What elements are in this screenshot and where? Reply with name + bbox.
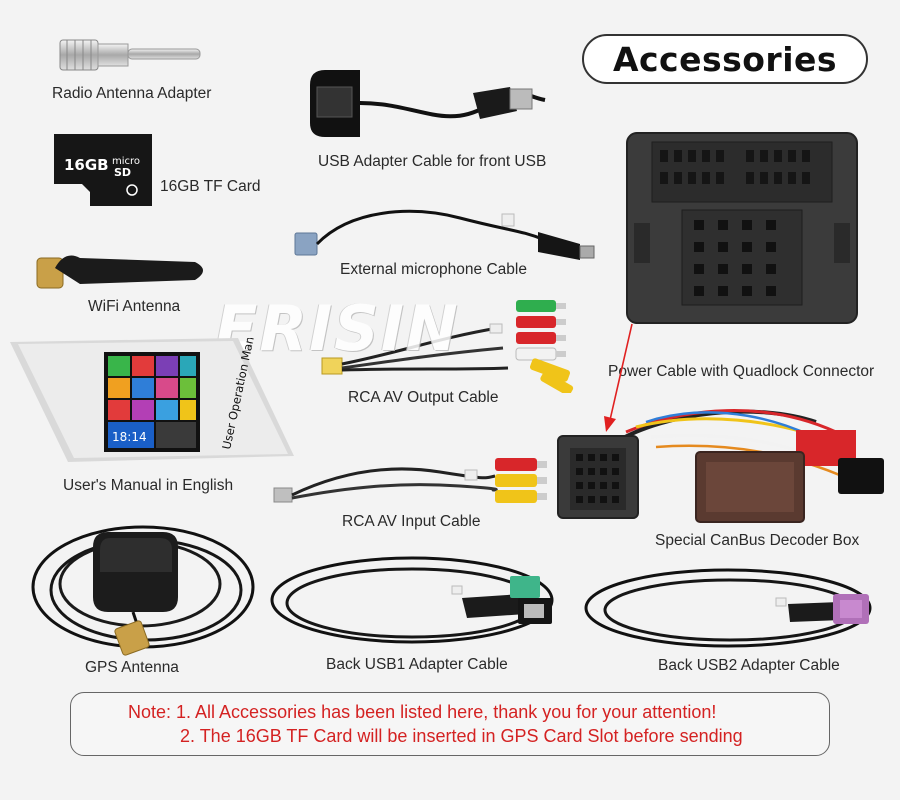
- wifi-antenna-image: [36, 255, 203, 289]
- user-manual-image: 18:14 User Operation Manual: [10, 338, 294, 462]
- rca-output-cable-image: [321, 300, 574, 393]
- back-usb2-cable-image: [584, 568, 872, 648]
- back-usb1-cable-label: Back USB1 Adapter Cable: [326, 656, 508, 673]
- gps-antenna-image: [31, 525, 255, 656]
- user-manual-label: User's Manual in English: [63, 477, 234, 494]
- tf-card-type-text: SD: [114, 166, 131, 179]
- page-title: Accessories: [612, 39, 838, 79]
- note-line-2: 2. The 16GB TF Card will be inserted in …: [180, 726, 743, 746]
- tf-card-image: 16GB micro SD: [54, 134, 152, 206]
- rca-input-cable-label: RCA AV Input Cable: [342, 513, 481, 530]
- canbus-decoder-label: Special CanBus Decoder Box: [655, 532, 860, 549]
- microphone-cable-label: External microphone Cable: [340, 261, 527, 278]
- quadlock-connector-image: [626, 132, 858, 324]
- usb-front-cable-label: USB Adapter Cable for front USB: [318, 153, 547, 170]
- brand-watermark: ERISIN: [215, 292, 495, 372]
- note-box: Note: 1. All Accessories has been listed…: [70, 692, 830, 756]
- usb-front-cable-image: [310, 70, 546, 137]
- microphone-cable-image: [294, 209, 595, 260]
- radio-antenna-adapter-label: Radio Antenna Adapter: [52, 85, 212, 102]
- power-cable-label: Power Cable with Quadlock Connector: [608, 363, 875, 380]
- canbus-decoder-image: [557, 409, 884, 523]
- rca-output-cable-label: RCA AV Output Cable: [348, 389, 499, 406]
- rca-input-cable-image: [273, 458, 547, 503]
- tf-card-brand-text: micro: [112, 156, 140, 167]
- back-usb2-cable-label: Back USB2 Adapter Cable: [658, 657, 840, 674]
- note-line-1: Note: 1. All Accessories has been listed…: [128, 702, 717, 722]
- arrow-indicator-icon: [604, 323, 633, 432]
- wifi-antenna-label: WiFi Antenna: [88, 298, 181, 315]
- back-usb1-cable-image: [270, 556, 554, 644]
- brand-watermark-text: ERISIN: [215, 292, 460, 365]
- gps-antenna-label: GPS Antenna: [85, 659, 179, 676]
- radio-antenna-adapter-image: [59, 39, 201, 71]
- title-badge: Accessories: [582, 34, 868, 84]
- tf-card-capacity-text: 16GB: [64, 156, 109, 174]
- manual-screen-time-text: 18:14: [112, 430, 147, 444]
- tf-card-label: 16GB TF Card: [160, 178, 261, 195]
